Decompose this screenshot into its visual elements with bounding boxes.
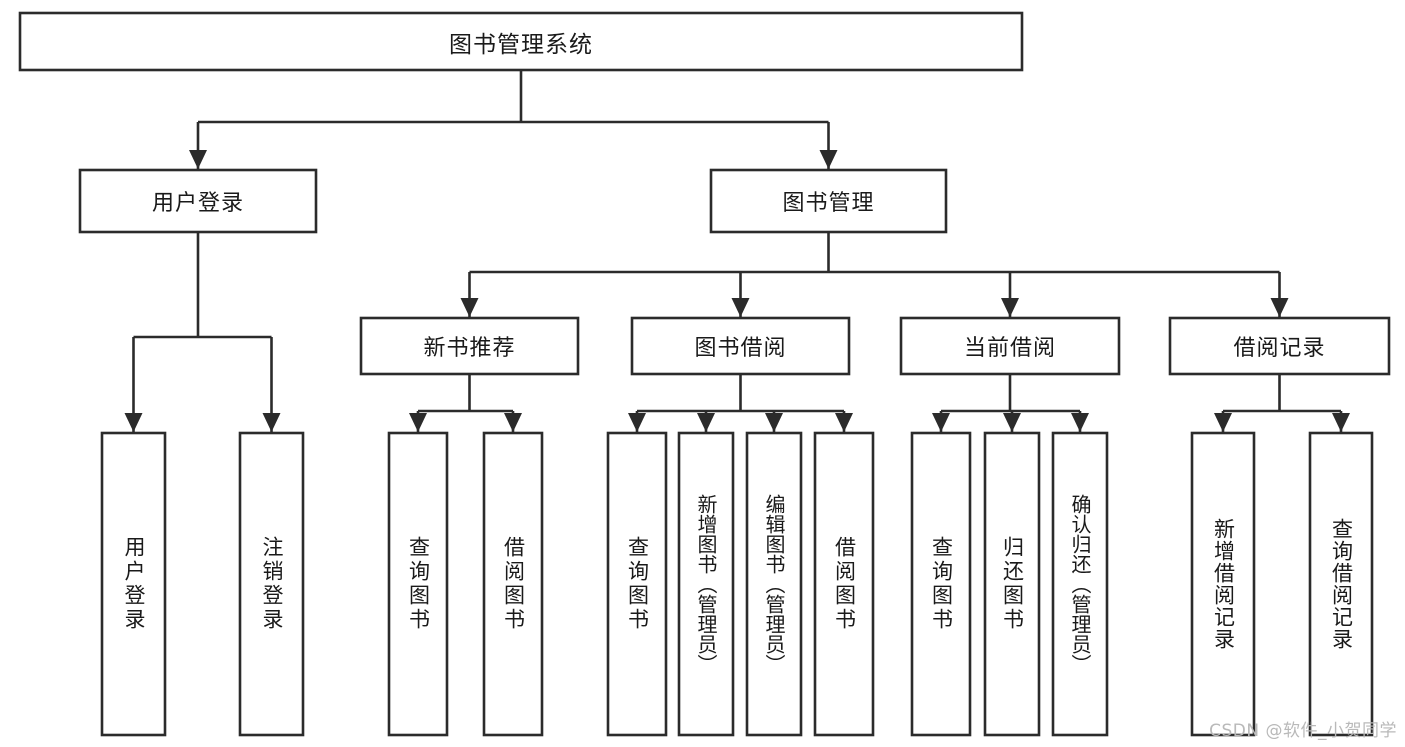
node-box-current-borrow[interactable] [899,316,1121,376]
connectors-layer [124,70,1350,432]
node-box-leaf-user-login[interactable] [100,431,167,737]
arrowhead-icon [409,413,427,432]
arrowhead-icon [932,413,950,432]
arrowhead-icon [1003,413,1021,432]
node-box-leaf-confirm-return[interactable] [1051,431,1109,737]
node-box-leaf-edit-book[interactable] [745,431,803,737]
node-box-leaf-query-book-recommend[interactable] [387,431,449,737]
arrowhead-icon [1071,413,1089,432]
node-box-book-borrow[interactable] [630,316,851,376]
node-box-borrow-record[interactable] [1168,316,1391,376]
arrowhead-icon [262,413,281,432]
arrowhead-icon [1214,413,1232,432]
arrowhead-icon [731,298,750,317]
arrowhead-icon [460,298,479,317]
arrowhead-icon [765,413,783,432]
node-box-new-book-recommend[interactable] [359,316,580,376]
node-box-leaf-logout-login[interactable] [238,431,305,737]
node-box-user-login[interactable] [78,168,318,234]
arrowhead-icon [504,413,522,432]
nodes-layer [18,11,1391,737]
node-box-leaf-add-book[interactable] [677,431,735,737]
arrowhead-icon [189,150,207,169]
node-box-leaf-borrow-book-recommend[interactable] [482,431,544,737]
arrowhead-icon [697,413,715,432]
node-box-leaf-query-book-borrow[interactable] [606,431,668,737]
node-box-root[interactable] [18,11,1024,72]
node-box-leaf-borrow-book[interactable] [813,431,875,737]
node-box-leaf-query-book-current[interactable] [910,431,972,737]
node-box-leaf-return-book[interactable] [983,431,1041,737]
arrowhead-icon [1001,298,1019,317]
node-box-book-manage[interactable] [709,168,948,234]
arrowhead-icon [124,413,143,432]
arrowhead-icon [1332,413,1350,432]
node-box-leaf-add-borrow-record[interactable] [1190,431,1256,737]
arrowhead-icon [835,413,853,432]
arrowhead-icon [819,150,838,169]
arrowhead-icon [1270,298,1289,317]
arrowhead-icon [628,413,646,432]
node-box-leaf-query-borrow-record[interactable] [1308,431,1374,737]
